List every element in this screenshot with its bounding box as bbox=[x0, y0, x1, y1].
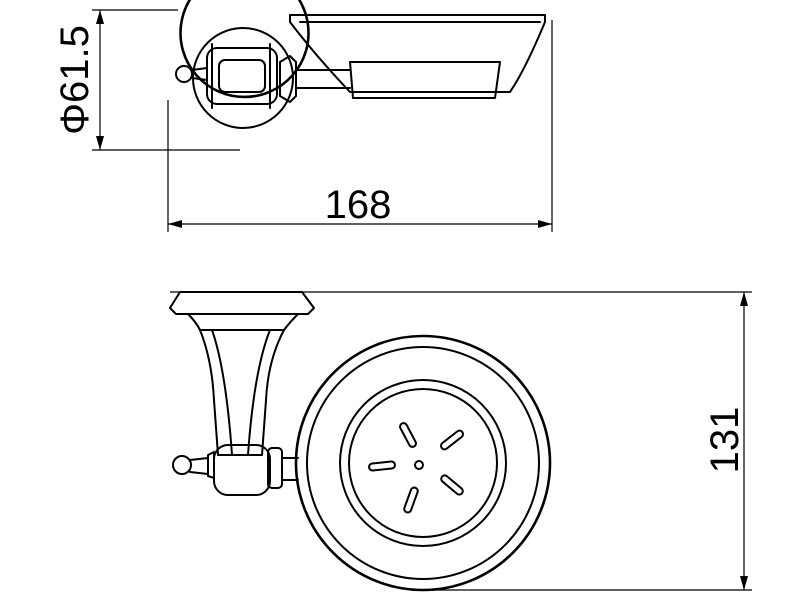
length-arrow-right bbox=[538, 220, 552, 228]
front-collar-ring bbox=[267, 447, 283, 489]
front-mount-base bbox=[187, 313, 299, 331]
drain-slot-2 bbox=[440, 429, 464, 451]
diameter-dimension: Φ61.5 bbox=[53, 9, 240, 151]
height-label: 131 bbox=[703, 407, 747, 474]
front-drain-center bbox=[414, 460, 424, 470]
front-knob-collar bbox=[207, 451, 215, 479]
front-view bbox=[169, 291, 552, 592]
front-dish-rim bbox=[306, 346, 540, 580]
front-stem-line-left bbox=[211, 329, 233, 456]
length-label: 168 bbox=[325, 183, 392, 227]
top-view bbox=[175, 0, 546, 129]
diameter-label: Φ61.5 bbox=[53, 25, 97, 135]
diameter-arrow-top bbox=[96, 10, 104, 24]
front-stem-line-right bbox=[247, 329, 271, 456]
height-arrow-top bbox=[740, 292, 748, 306]
front-stem-outer bbox=[199, 329, 285, 456]
top-flange-outer bbox=[179, 0, 310, 99]
top-post-inner bbox=[218, 59, 266, 93]
front-knob-neck bbox=[189, 457, 209, 475]
top-dish-holder bbox=[349, 61, 501, 99]
front-dish-drain-plate-circle bbox=[348, 388, 498, 538]
height-dimension: 131 bbox=[170, 291, 752, 591]
top-knob bbox=[175, 65, 193, 83]
drain-slot-3 bbox=[368, 460, 396, 472]
top-dish-outer bbox=[289, 14, 546, 93]
height-arrow-bottom bbox=[740, 576, 748, 590]
drain-slot-4 bbox=[403, 486, 419, 514]
diameter-arrow-bottom bbox=[96, 136, 104, 150]
drain-slot-5 bbox=[440, 474, 464, 496]
front-dish-bowl bbox=[339, 379, 507, 547]
length-arrow-left bbox=[168, 220, 182, 228]
front-drain-slots bbox=[368, 422, 464, 514]
drain-slot-1 bbox=[399, 422, 417, 448]
front-mount-plate bbox=[169, 291, 315, 315]
top-post-body bbox=[206, 47, 278, 105]
length-dimension: 168 bbox=[167, 20, 553, 232]
top-collar bbox=[279, 55, 297, 103]
front-knob bbox=[172, 455, 192, 475]
